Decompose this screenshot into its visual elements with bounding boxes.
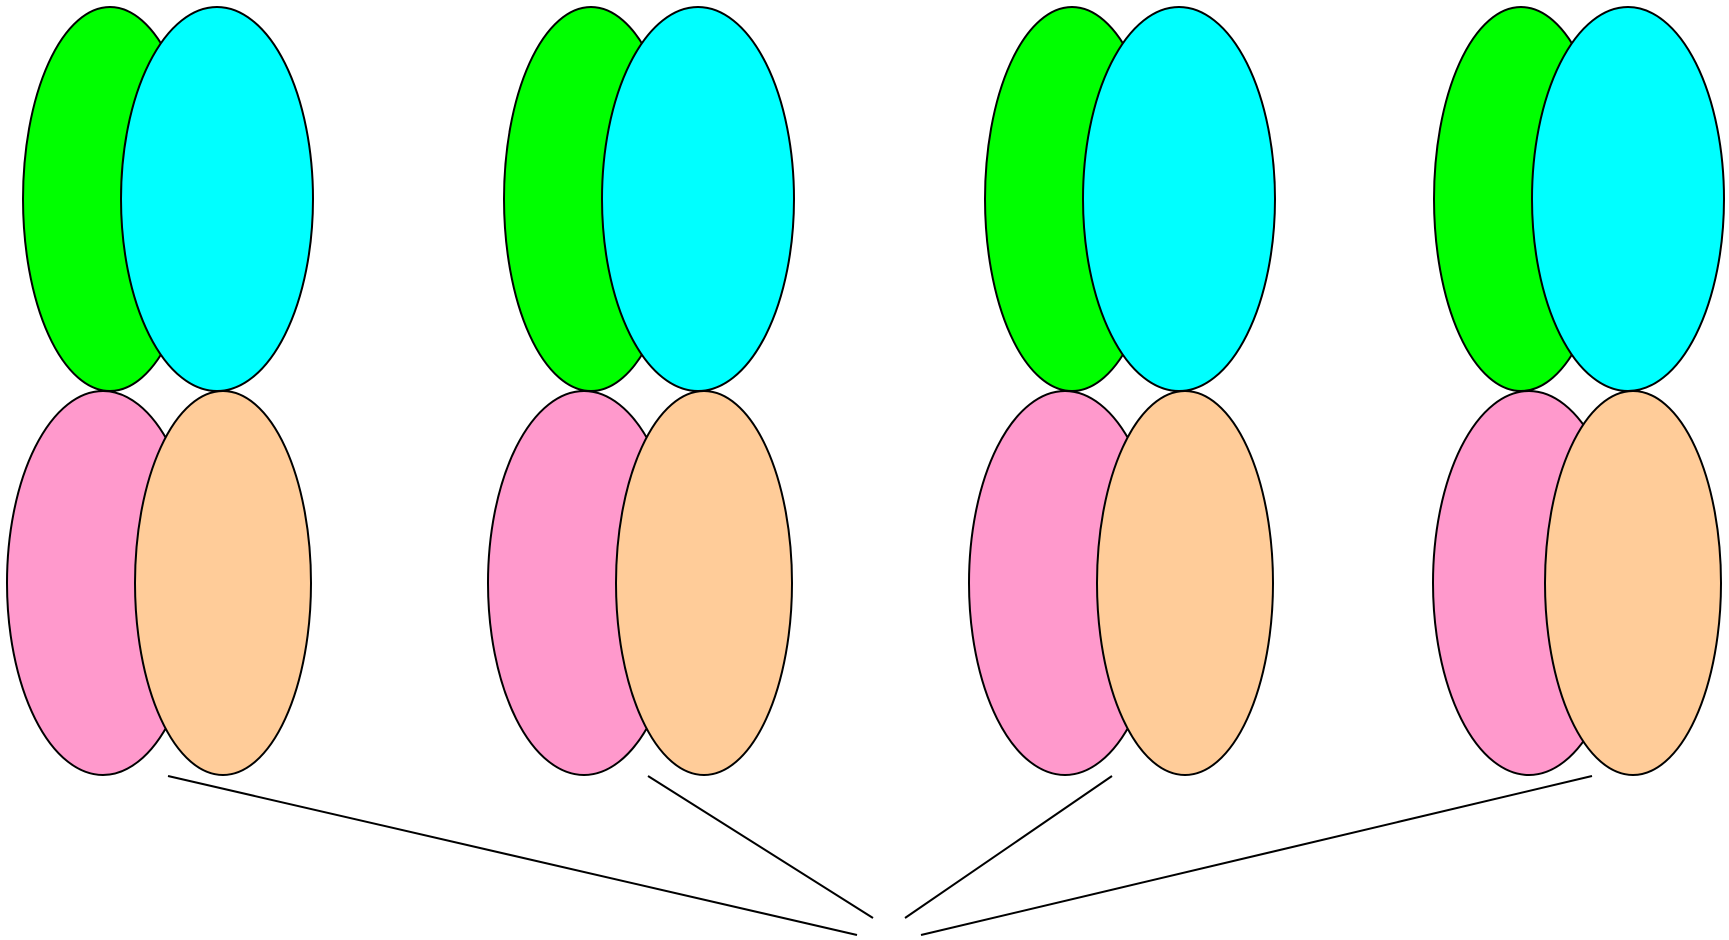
ellipse-group-3: [968, 6, 1276, 776]
oval-bottom-front: [1544, 390, 1722, 776]
oval-bottom-front: [1096, 390, 1274, 776]
oval-top-front: [120, 6, 314, 392]
connector-line-3: [904, 775, 1113, 919]
oval-bottom-front: [134, 390, 312, 776]
oval-bottom-front: [615, 390, 793, 776]
groups-layer: [6, 6, 1725, 776]
connector-line-4: [920, 775, 1593, 936]
oval-top-front: [1082, 6, 1276, 392]
connector-line-2: [647, 775, 874, 919]
connector-line-1: [167, 775, 858, 936]
ellipse-group-2: [487, 6, 795, 776]
oval-top-front: [1531, 6, 1725, 392]
ellipse-group-1: [6, 6, 314, 776]
connectors-layer: [167, 775, 1593, 936]
oval-top-front: [601, 6, 795, 392]
ellipse-group-4: [1432, 6, 1725, 776]
